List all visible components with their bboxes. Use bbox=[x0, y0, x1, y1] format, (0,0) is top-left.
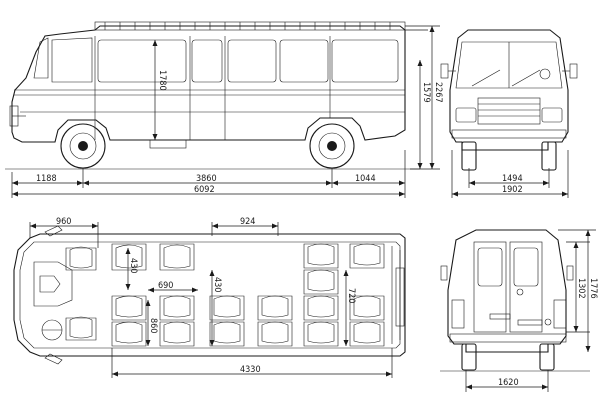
seat bbox=[159, 321, 195, 347]
seat bbox=[111, 295, 147, 321]
wheelbase-label: 3860 bbox=[196, 174, 217, 184]
rear-track-label: 1620 bbox=[498, 378, 519, 388]
side-view-dimensions: 1780 1579 2267 1188 3860 1044 6092 bbox=[11, 25, 443, 198]
rear-door-height-label: 1302 bbox=[576, 278, 586, 299]
seat bbox=[303, 321, 339, 347]
seat bbox=[65, 316, 97, 341]
roof-height-label: 1579 bbox=[421, 82, 431, 103]
front-view-dimensions: 1494 1902 bbox=[451, 150, 569, 198]
seat bbox=[111, 243, 147, 271]
rear-view bbox=[440, 229, 590, 372]
plan-view-dimensions: 960 924 430 430 690 860 720 bbox=[29, 217, 393, 378]
seat bbox=[349, 295, 385, 321]
seat-spacing-label: 690 bbox=[158, 281, 173, 291]
side-offset-label: 720 bbox=[346, 288, 356, 303]
interior-width-label: 1776 bbox=[588, 278, 598, 299]
seat bbox=[303, 295, 339, 321]
interior-height-label: 1780 bbox=[157, 70, 167, 91]
seat bbox=[159, 243, 195, 271]
cab-width-label: 960 bbox=[56, 217, 71, 227]
seat bbox=[303, 243, 339, 269]
seat bbox=[349, 243, 385, 269]
seating-layout bbox=[65, 243, 385, 347]
seat bbox=[257, 295, 293, 321]
overall-height-label: 2267 bbox=[433, 82, 443, 103]
seat bbox=[209, 321, 245, 347]
front-seat-depth-label: 860 bbox=[148, 318, 158, 333]
seat bbox=[111, 321, 147, 347]
seat-pitch-row2-label: 430 bbox=[212, 277, 222, 292]
seat bbox=[303, 269, 339, 295]
seat bbox=[159, 295, 195, 321]
seat bbox=[349, 321, 385, 347]
front-track-label: 1494 bbox=[502, 174, 523, 184]
seat bbox=[257, 321, 293, 347]
seat bbox=[209, 295, 245, 321]
side-view bbox=[5, 21, 420, 170]
front-overhang-label: 1188 bbox=[36, 174, 57, 184]
overall-width-front-label: 1902 bbox=[502, 185, 523, 195]
rear-view-dimensions: 1302 1776 1620 bbox=[465, 229, 598, 392]
front-view bbox=[440, 29, 578, 171]
overall-length-label: 6092 bbox=[194, 185, 215, 195]
cargo-length-label: 4330 bbox=[240, 365, 261, 375]
seat-pitch-row1-label: 430 bbox=[128, 258, 138, 273]
aisle-offset-label: 924 bbox=[240, 217, 255, 227]
rear-overhang-label: 1044 bbox=[355, 174, 376, 184]
seat bbox=[65, 246, 97, 271]
plan-view bbox=[13, 225, 406, 365]
